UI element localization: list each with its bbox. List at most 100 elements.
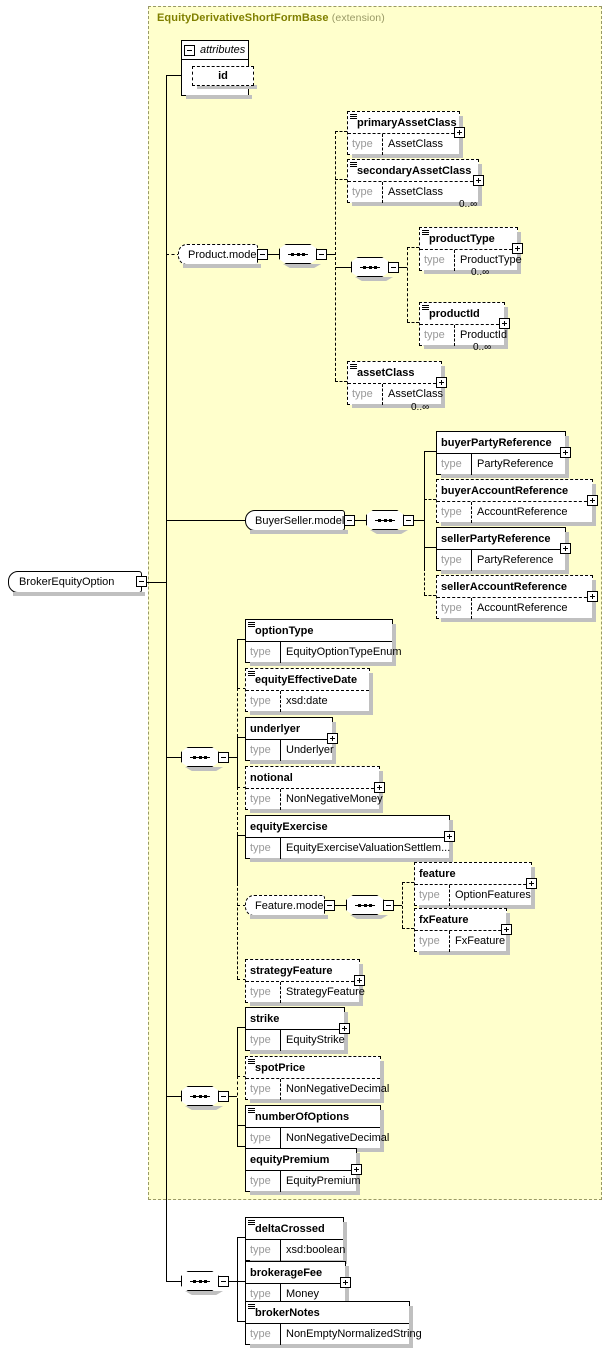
type-value: PartyReference [471, 453, 565, 475]
element-label: secondaryAssetClass [357, 164, 472, 177]
element-fxfeature[interactable]: fxFeature type FxFeature [414, 908, 512, 955]
simple-type-icon [422, 230, 429, 236]
element-label: buyerAccountReference [441, 484, 569, 497]
group-buyerseller-model[interactable]: BuyerSeller.model [245, 510, 348, 534]
element-label: underlyer [250, 722, 301, 735]
type-label: type [250, 1083, 271, 1095]
type-value: AssetClass [382, 383, 448, 405]
type-value: Underlyer [280, 739, 339, 761]
element-label: fxFeature [419, 913, 469, 926]
element-productid[interactable]: productId type ProductId [419, 302, 510, 349]
expand-toggle[interactable] [526, 878, 537, 889]
expand-toggle[interactable] [587, 591, 598, 602]
type-value: FxFeature [449, 930, 510, 952]
element-assetclass[interactable]: assetClass type AssetClass [347, 361, 447, 408]
root-collapse-toggle[interactable] [136, 576, 147, 587]
element-label: buyerPartyReference [441, 436, 552, 449]
buyerseller-sequence-collapse-toggle[interactable] [403, 515, 414, 526]
element-optiontype[interactable]: optionType type EquityOptionTypeEnum [245, 619, 402, 666]
connector [424, 595, 436, 596]
connector [402, 928, 414, 929]
element-deltacrossed[interactable]: deltaCrossed type xsd:boolean [245, 1217, 347, 1264]
element-buyeraccountreference[interactable]: buyerAccountReference type AccountRefere… [436, 479, 598, 526]
expand-toggle[interactable] [454, 127, 465, 138]
element-label: sellerAccountReference [441, 580, 567, 593]
type-label: type [441, 458, 462, 470]
type-value: NonNegativeMoney [280, 788, 388, 810]
connector [335, 905, 347, 906]
expand-toggle[interactable] [560, 447, 571, 458]
element-brokernotes[interactable]: brokerNotes type NonEmptyNormalizedStrin… [245, 1301, 422, 1348]
element-strategyfeature[interactable]: strategyFeature type StrategyFeature [245, 959, 365, 1006]
simple-type-icon [248, 1304, 255, 1310]
connector [237, 835, 246, 836]
expand-toggle[interactable] [354, 975, 365, 986]
buyerseller-model-collapse-toggle[interactable] [344, 515, 355, 526]
connector [237, 1146, 246, 1147]
type-value: EquityOptionTypeEnum [280, 641, 407, 663]
expand-toggle[interactable] [501, 924, 512, 935]
connector [335, 131, 347, 132]
main-body-sequence-collapse-toggle[interactable] [218, 752, 229, 763]
expand-toggle[interactable] [473, 175, 484, 186]
attributes-header[interactable]: attributes [182, 41, 248, 60]
type-label: type [250, 1328, 271, 1340]
element-feature[interactable]: feature type OptionFeatures [414, 862, 537, 909]
element-underlyer[interactable]: underlyer type Underlyer [245, 717, 338, 764]
connector [237, 737, 238, 787]
element-primaryassetclass[interactable]: primaryAssetClass type AssetClass [347, 111, 465, 158]
element-spotprice[interactable]: spotPrice type NonNegativeDecimal [245, 1056, 389, 1103]
element-equitypremium[interactable]: equityPremium type EquityPremium [245, 1148, 362, 1195]
expand-toggle[interactable] [340, 1277, 351, 1288]
expand-toggle[interactable] [560, 543, 571, 554]
attributes-collapse-toggle[interactable] [184, 44, 195, 56]
type-value: Money [280, 1283, 345, 1305]
element-label: assetClass [357, 366, 415, 379]
group-product-model[interactable]: Product.model [178, 244, 261, 268]
simple-type-icon [350, 114, 357, 120]
connector [407, 322, 419, 323]
element-label: numberOfOptions [255, 1110, 350, 1123]
element-equityexercise[interactable]: equityExercise type EquityExerciseValuat… [245, 815, 455, 862]
expand-toggle[interactable] [512, 243, 523, 254]
element-secondaryassetclass[interactable]: secondaryAssetClass type AssetClass [347, 159, 484, 206]
expand-toggle[interactable] [339, 1023, 350, 1034]
connector [407, 247, 408, 322]
element-buyerpartyreference[interactable]: buyerPartyReference type PartyReference [436, 431, 571, 478]
attribute-id[interactable]: id [192, 66, 257, 89]
expand-toggle[interactable] [351, 1164, 362, 1175]
type-label: type [352, 388, 373, 400]
element-brokeragefee[interactable]: brokerageFee type Money [245, 1261, 351, 1308]
element-selleraccountreference[interactable]: sellerAccountReference type AccountRefer… [436, 575, 598, 622]
type-value: ProductId [454, 324, 512, 346]
element-label: strike [250, 1012, 280, 1025]
element-label: equityEffectiveDate [255, 673, 358, 686]
connector [237, 688, 246, 689]
element-equityeffectivedate[interactable]: equityEffectiveDate type xsd:date [245, 668, 373, 715]
connector [237, 688, 238, 737]
lower-sequence-collapse-toggle[interactable] [218, 1091, 229, 1102]
feature-model-collapse-toggle[interactable] [324, 900, 335, 911]
root-element-brokerequityoption[interactable]: BrokerEquityOption [8, 571, 145, 596]
connector [355, 520, 367, 521]
broker-sequence-collapse-toggle[interactable] [218, 1276, 229, 1287]
type-value: NonNegativeDecimal [280, 1078, 394, 1100]
feature-sequence-collapse-toggle[interactable] [383, 900, 394, 911]
expand-toggle[interactable] [374, 782, 385, 793]
expand-toggle[interactable] [436, 377, 447, 388]
element-numberofoptions[interactable]: numberOfOptions type NonNegativeDecimal [245, 1105, 389, 1152]
product-model-collapse-toggle[interactable] [257, 249, 268, 260]
product-inner-sequence-collapse-toggle[interactable] [388, 262, 399, 273]
group-feature-model[interactable]: Feature.model [245, 895, 328, 919]
expand-toggle[interactable] [587, 495, 598, 506]
element-sellerpartyreference[interactable]: sellerPartyReference type PartyReference [436, 527, 571, 574]
expand-toggle[interactable] [327, 733, 338, 744]
element-strike[interactable]: strike type EquityStrike [245, 1007, 350, 1054]
expand-toggle[interactable] [444, 831, 455, 842]
element-producttype[interactable]: productType type ProductType [419, 227, 523, 274]
product-sequence-collapse-toggle[interactable] [316, 249, 327, 260]
type-label: type [250, 793, 271, 805]
expand-toggle[interactable] [499, 318, 510, 329]
simple-type-icon [248, 622, 255, 628]
element-notional[interactable]: notional type NonNegativeMoney [245, 766, 385, 813]
